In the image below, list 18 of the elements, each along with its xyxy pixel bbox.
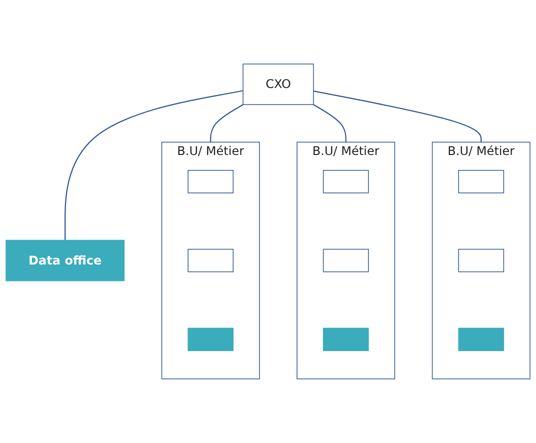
- node-box: CXO: [242, 64, 314, 106]
- node-box: [322, 248, 369, 272]
- node-box: [322, 170, 369, 194]
- connector: [64, 90, 244, 240]
- node-box: [188, 248, 234, 272]
- cluster: B.U/ Métier: [432, 142, 530, 380]
- node-box: [458, 248, 504, 272]
- node-box: [322, 328, 369, 352]
- cluster: B.U/ Métier: [296, 142, 396, 380]
- node-box: [458, 170, 504, 194]
- node-box: [188, 170, 234, 194]
- cluster: B.U/ Métier: [161, 142, 260, 380]
- connector: [210, 104, 244, 142]
- connector: [313, 90, 482, 142]
- node-box: Data office: [6, 240, 125, 282]
- node-box: [188, 328, 234, 352]
- node-box: [458, 328, 504, 352]
- connector: [313, 104, 346, 142]
